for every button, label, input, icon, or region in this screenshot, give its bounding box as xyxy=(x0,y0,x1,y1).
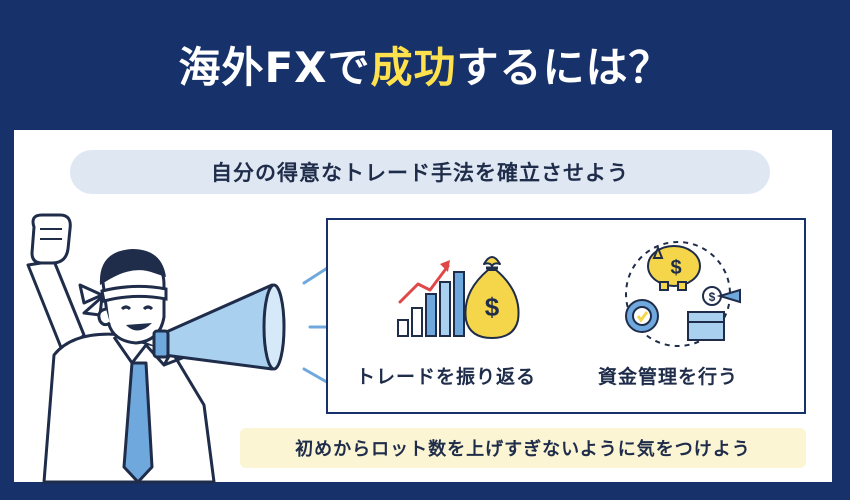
man-with-megaphone-illustration xyxy=(26,213,346,484)
note-text: 初めからロット数を上げすぎないように気をつけよう xyxy=(295,439,751,460)
subtitle-banner: 自分の得意なトレード手法を確立させよう xyxy=(70,150,770,194)
svg-text:$: $ xyxy=(485,292,500,322)
svg-text:$: $ xyxy=(670,257,681,279)
page-title: 海外FXで成功するには？ xyxy=(0,0,850,128)
note-banner: 初めからロット数を上げすぎないように気をつけよう xyxy=(240,428,806,468)
svg-text:$: $ xyxy=(709,290,716,304)
piggy-bank-gear-icon: $ $ xyxy=(625,241,741,347)
growth-chart-moneybag-icon: $ xyxy=(397,256,520,340)
tip-label-review-trades: トレードを振り返る xyxy=(356,366,537,388)
title-text-after: するには？ xyxy=(456,42,672,92)
title-text-highlight: 成功 xyxy=(370,42,457,92)
title-text-before: 海外FXで xyxy=(178,42,371,92)
subtitle-text: 自分の得意なトレード手法を確立させよう xyxy=(211,161,629,185)
tip-label-money-management: 資金管理を行う xyxy=(598,366,739,388)
